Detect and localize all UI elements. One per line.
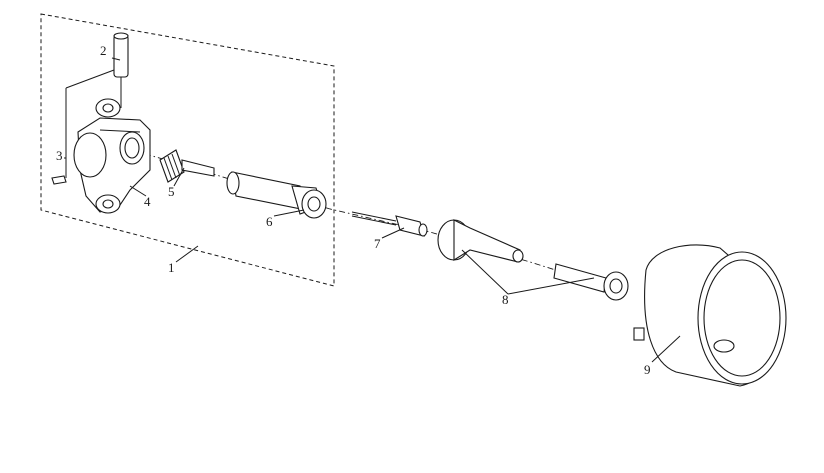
callout-6: 6 xyxy=(266,214,273,229)
leader-lines xyxy=(64,57,681,363)
part-pin xyxy=(113,32,129,108)
callout-1: 1 xyxy=(168,260,175,275)
callout-5: 5 xyxy=(168,184,175,199)
callout-9: 9 xyxy=(644,362,651,377)
callout-7: 7 xyxy=(374,236,381,251)
part-gear-housing xyxy=(73,98,151,214)
part-drive-gear xyxy=(159,149,215,183)
assembly-boundary xyxy=(40,13,335,287)
part-bushing xyxy=(226,171,327,219)
part-meter xyxy=(633,244,787,387)
callout-4: 4 xyxy=(144,194,151,209)
callout-8: 8 xyxy=(502,292,509,307)
callout-3: 3 xyxy=(56,148,63,163)
callout-2: 2 xyxy=(100,43,107,58)
part-cable-end xyxy=(351,211,428,237)
part-cotter-pin xyxy=(51,69,115,185)
part-cable xyxy=(437,219,629,301)
